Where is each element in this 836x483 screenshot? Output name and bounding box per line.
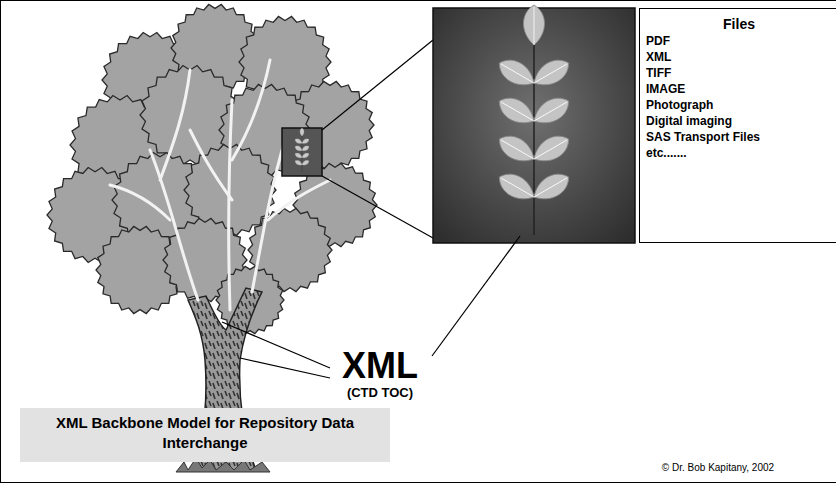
leaf-stem [533,45,535,235]
zoom-box [433,8,635,243]
leaf-vein [302,147,309,151]
leader-line [432,236,520,356]
leaf-vein [534,178,567,197]
leaf-vein [501,64,534,83]
leaf [524,5,545,45]
tree-branches [110,60,330,310]
zoom-square [282,128,322,176]
list-item: Photograph [646,97,832,113]
leader-line [222,322,330,368]
caption-box: XML Backbone Model for Repository Data I… [20,408,390,462]
leaf-vein [501,102,534,121]
leaf-vein [302,161,309,165]
leaf-vein [534,102,567,121]
list-item: XML [646,49,832,65]
file-list-box: FilesPDFXMLTIFFIMAGEPhotographDigital im… [639,8,836,243]
zoom-line [322,176,433,238]
leaf-vein [534,7,535,45]
list-item: PDF [646,33,832,49]
leaf-stem [302,136,303,172]
leaf [300,128,304,136]
leaf [494,168,539,206]
leaf-vein [295,161,302,165]
leaf-vein [501,178,534,197]
leaf [529,130,574,168]
leaf-vein [295,154,302,158]
backbone-sublabel: (CTD TOC) [347,386,413,400]
copyright-note: © Dr. Bob Kapitany, 2002 [662,462,774,473]
leaf-vein [501,140,534,159]
leaf [294,159,303,167]
leaf [494,130,539,168]
leaf [294,145,303,153]
leaf [301,145,310,153]
list-item: SAS Transport Files [646,129,832,145]
mini-leaf-branch [294,128,310,172]
leaf-vein [302,128,303,136]
leaf-vein [302,154,309,158]
box-heading: Files [646,15,832,33]
list-item: TIFF [646,65,832,81]
list-item: etc....... [646,145,832,161]
leaf [529,92,574,130]
leaf [529,168,574,206]
leaf-vein [295,147,302,151]
list-item: Digital imaging [646,113,832,129]
leaf [294,137,303,145]
leaf-branch [494,5,574,235]
box-heading: XML Backbone Model for Repository Data I… [25,413,385,453]
leaf [529,54,574,92]
list-item: IMAGE [646,81,832,97]
leaf [494,54,539,92]
leaf-vein [534,140,567,159]
backbone-label: XML [342,346,418,386]
leaf [294,152,303,160]
leaf [494,92,539,130]
leaf-vein [302,139,309,143]
leaf [301,137,310,145]
leader-line [240,358,330,378]
leaf-vein [295,139,302,143]
leaf-vein [534,64,567,83]
leaf [301,159,310,167]
leaf [301,152,310,160]
tree-crown [47,4,377,333]
zoom-line [322,40,433,130]
